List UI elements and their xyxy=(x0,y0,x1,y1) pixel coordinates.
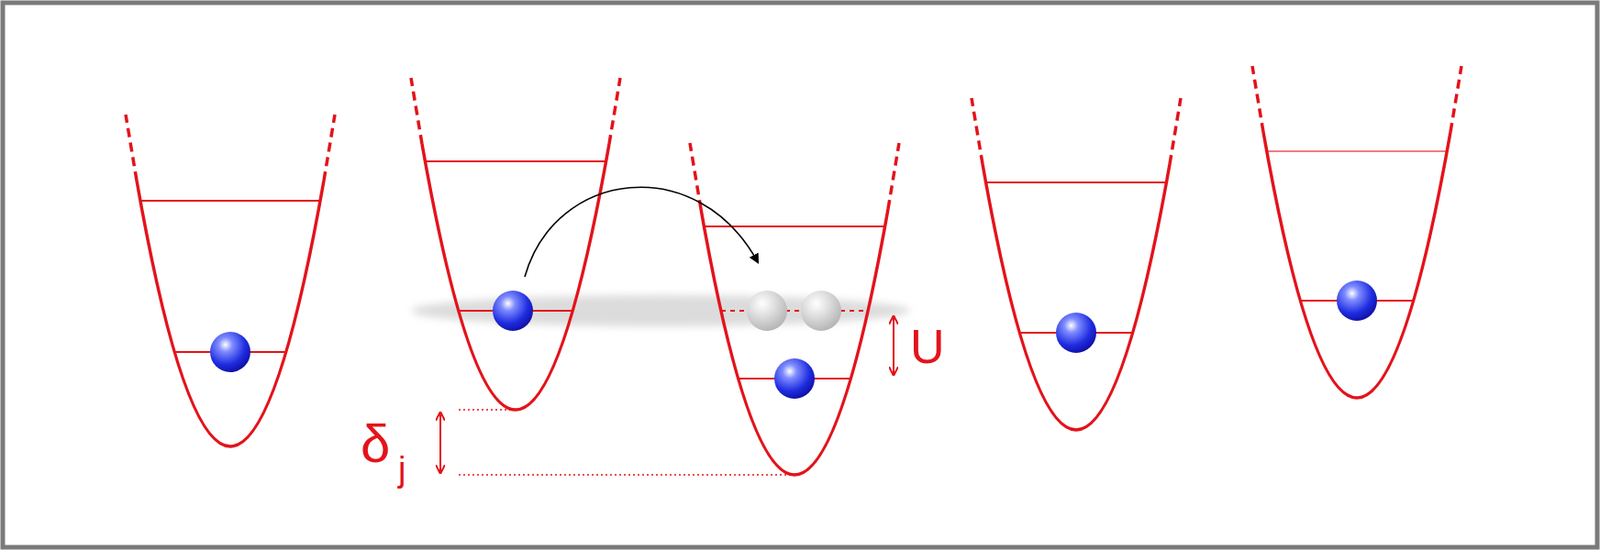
interaction-label: U xyxy=(910,322,945,371)
offset-guides xyxy=(458,410,791,476)
atoms xyxy=(210,280,1378,400)
interaction-arrow xyxy=(892,316,895,376)
offset-arrow xyxy=(439,412,442,474)
hop-arrow xyxy=(524,187,758,278)
wells xyxy=(125,66,1462,476)
offset-label: δ xyxy=(360,417,390,471)
offset-subscript: j xyxy=(398,452,406,488)
